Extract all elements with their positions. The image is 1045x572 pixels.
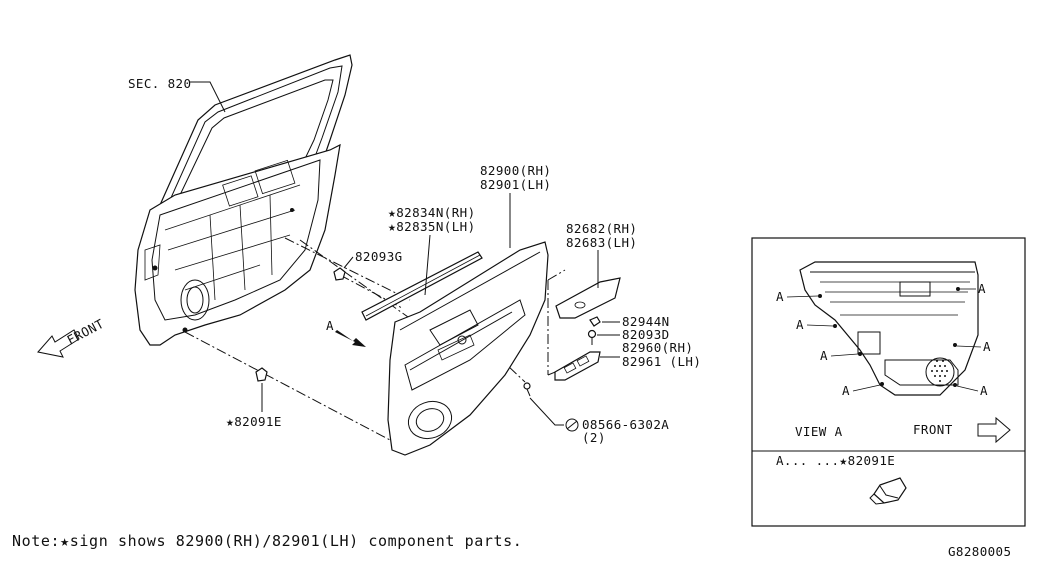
- label-82900: 82900(RH): [480, 163, 551, 178]
- label-82093d: 82093D: [622, 327, 670, 342]
- label-82961: 82961 (LH): [622, 354, 701, 369]
- label-arrow-a: A: [326, 318, 334, 333]
- callout-a-4: A: [842, 383, 850, 398]
- washer-symbol-icon: [565, 418, 579, 432]
- callout-a-3: A: [820, 348, 828, 363]
- callout-a-7: A: [980, 383, 988, 398]
- label-08566: 08566-6302A: [582, 417, 669, 432]
- front-arrow: FRONT: [37, 316, 106, 358]
- label-82835n: ★82835N(LH): [388, 219, 476, 235]
- armrest-cover-drawing: [555, 277, 621, 319]
- door-shell-drawing: [134, 54, 353, 346]
- cap-82944n-icon: [589, 316, 601, 327]
- weatherstrip-drawing: [361, 251, 483, 321]
- view-a-front-arrow-icon: [977, 416, 1011, 444]
- drawing-code: G8280005: [948, 544, 1011, 559]
- view-a-title: VIEW A: [795, 424, 843, 439]
- callout-a-1: A: [776, 289, 784, 304]
- clip-82091e-detail-icon: [869, 477, 907, 505]
- clip-82093g-icon: [333, 267, 346, 281]
- label-82093g: 82093G: [355, 249, 403, 264]
- label-82944n: 82944N: [622, 314, 670, 329]
- label-front-main: FRONT: [64, 316, 106, 348]
- view-a-legend: A... ...★82091E: [776, 453, 895, 469]
- callout-a-2: A: [796, 317, 804, 332]
- label-82683: 82683(LH): [566, 235, 637, 250]
- label-82960: 82960(RH): [622, 340, 693, 355]
- footnote: Note:★sign shows 82900(RH)/82901(LH) com…: [12, 532, 522, 550]
- view-a-front-label: FRONT: [913, 422, 953, 437]
- clip-82091e-icon: [255, 367, 268, 382]
- callout-a-5: A: [978, 281, 986, 296]
- label-82834n: ★82834N(RH): [388, 205, 476, 221]
- label-82091e: ★82091E: [226, 414, 282, 430]
- label-08566-qty: (2): [582, 430, 606, 445]
- label-82901: 82901(LH): [480, 177, 551, 192]
- label-82682: 82682(RH): [566, 221, 637, 236]
- door-finisher-drawing: [387, 241, 549, 456]
- callout-a-6: A: [983, 339, 991, 354]
- screw-82093d-icon: [587, 329, 597, 345]
- switch-finisher-drawing: [554, 351, 601, 381]
- screw-08566-icon: [523, 382, 531, 397]
- view-a-panel: A A A A A A A VIEW A FRONT A... ...★8209…: [751, 237, 1026, 527]
- label-sec-820: SEC. 820: [128, 76, 191, 91]
